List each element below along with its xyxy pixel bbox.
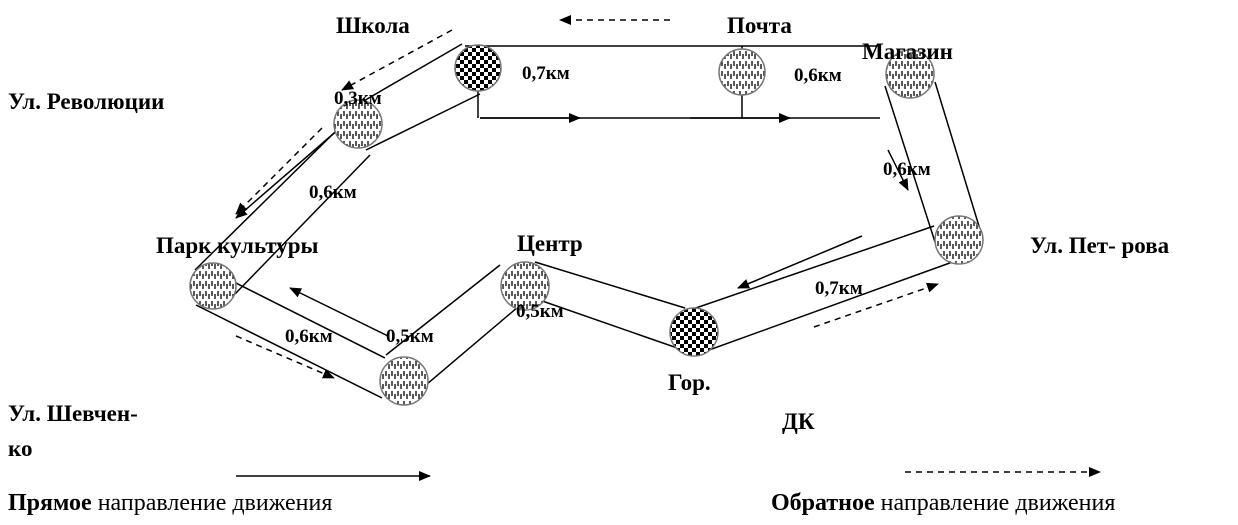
distance-magazin-petrova: 0,6км — [883, 159, 931, 180]
legend-reverse-bold: Обратное — [771, 490, 875, 516]
stop-tsentr-icon — [500, 261, 550, 311]
stop-ul-petrova-icon — [934, 215, 984, 265]
distance-park-revolyutsii: 0,6км — [309, 182, 357, 203]
stop-gor-dk-icon — [669, 307, 719, 357]
distance-tsentr-gor: 0,5км — [516, 301, 564, 322]
stop-shkola-icon — [454, 44, 502, 92]
stop-park-kultury-icon — [189, 262, 237, 310]
forward-direction-arrows — [235, 113, 909, 337]
label-magazin: Магазин — [862, 39, 953, 64]
stop-ul-revolyutsii-icon — [333, 99, 383, 149]
label-ul-revolyutsii: Ул. Революции — [8, 89, 165, 114]
label-pochta: Почта — [727, 13, 792, 38]
label-park-kultury: Парк культуры — [156, 233, 319, 258]
legend-reverse-text: направление движения — [874, 490, 1116, 516]
label-dk: ДК — [782, 409, 815, 434]
label-shkola: Школа — [336, 13, 410, 38]
distance-shkola-pochta: 0,7км — [522, 63, 570, 84]
label-ul-shevchenko-line1: Ул. Шевчен- — [8, 401, 138, 426]
stop-pochta-icon — [718, 48, 766, 96]
legend-forward-bold: Прямое — [8, 490, 92, 516]
reverse-direction-arrows — [235, 15, 939, 379]
label-ul-shevchenko-line2: ко — [8, 436, 33, 461]
stop-magazin-icon — [885, 49, 935, 99]
label-ul-petrova: Ул. Пет- рова — [1030, 233, 1170, 258]
distance-revolyutsii-shkola: 0,3км — [334, 88, 382, 109]
legend-reverse: Обратное направление движения — [771, 491, 1115, 515]
label-gor: Гор. — [668, 370, 711, 395]
distance-pochta-magazin: 0,6км — [794, 65, 842, 86]
distance-shevchenko-park: 0,6км — [285, 326, 333, 347]
distance-gor-petrova: 0,7км — [815, 278, 863, 299]
legend-forward: Прямое направление движения — [8, 491, 332, 515]
stop-ul-shevchenko-icon — [379, 356, 429, 406]
legend-forward-text: направление движения — [91, 490, 333, 516]
distance-tsentr-shevchenko: 0,5км — [386, 326, 434, 347]
label-tsentr: Центр — [517, 231, 583, 256]
